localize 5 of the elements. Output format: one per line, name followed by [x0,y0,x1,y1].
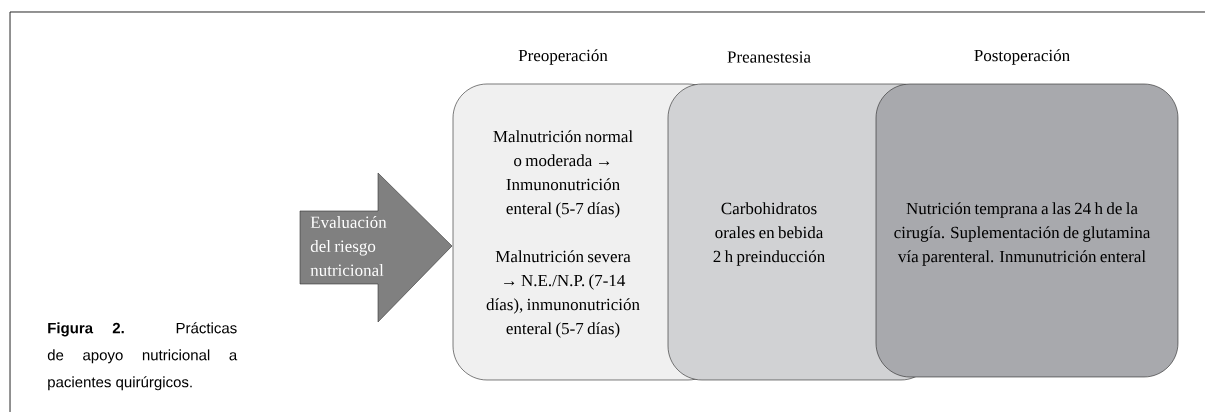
figure-caption: Figura 2. Prácticas de apoyo nutricional a pacientes quirúrgicos. [47,322,238,391]
column-heading: Postoperación [974,49,1070,65]
column-heading: Preanestesia [727,51,811,63]
rounded-box: Nutrición temprana a las 24 h de la cirugía. Suplementación de glutamina vía parenteral. Inmunutrición enteral [875,83,1179,378]
column-heading: Preoperación [518,49,608,65]
